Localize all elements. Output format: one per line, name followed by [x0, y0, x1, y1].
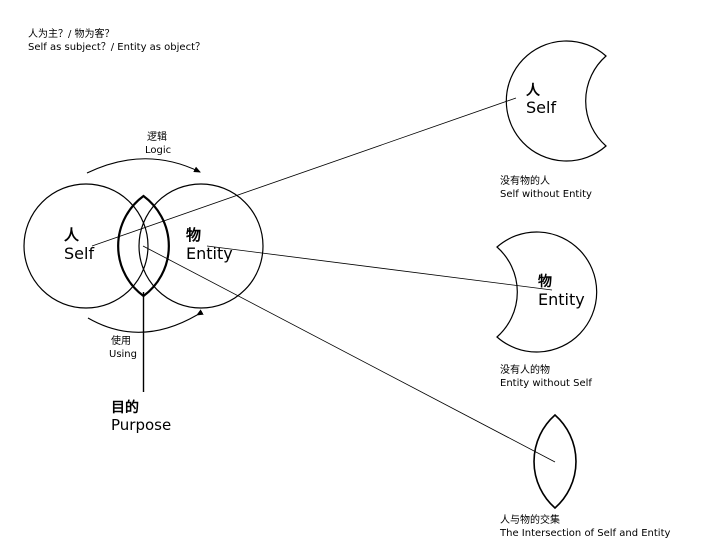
self-label-cn: 人 [64, 226, 80, 244]
using-arrow [87, 309, 204, 333]
purpose-label-en: Purpose [111, 416, 171, 434]
connector-intersection [142, 245, 556, 463]
entity-label-cn: 物 [186, 226, 201, 244]
logic-label-en: Logic [145, 145, 171, 156]
connector-self [91, 97, 517, 247]
entity-only-caption-cn: 没有人的物 [500, 363, 550, 376]
entity-only-caption-en: Entity without Self [500, 378, 592, 389]
intersection-shape [533, 413, 577, 510]
entity-only-shape [496, 231, 598, 353]
entity-only-label-en: Entity [538, 290, 585, 309]
header-question-en: Self as subject？/ Entity as object？ [28, 42, 205, 53]
self-only-label-en: Self [526, 98, 556, 117]
self-only-shape [505, 40, 607, 162]
self-only-caption-cn: 没有物的人 [500, 174, 550, 187]
self-only-label-cn: 人 [526, 82, 541, 99]
header-question-cn: 人为主？/ 物为客？ [28, 27, 115, 40]
intersection-caption-cn: 人与物的交集 [500, 513, 560, 526]
entity-only-label-cn: 物 [538, 273, 552, 290]
using-label-cn: 使用 [111, 334, 131, 347]
self-only-caption-en: Self without Entity [500, 189, 592, 200]
using-label-en: Using [109, 349, 137, 360]
intersection-caption-en: The Intersection of Self and Entity [499, 528, 671, 539]
self-label-en: Self [64, 244, 94, 263]
entity-circle [138, 183, 264, 309]
entity-label-en: Entity [186, 244, 233, 263]
purpose-label-cn: 目的 [111, 399, 139, 416]
logic-label-cn: 逻辑 [147, 130, 167, 143]
connector-entity [206, 245, 553, 291]
logic-arrow [86, 158, 201, 174]
self-circle [23, 183, 149, 309]
